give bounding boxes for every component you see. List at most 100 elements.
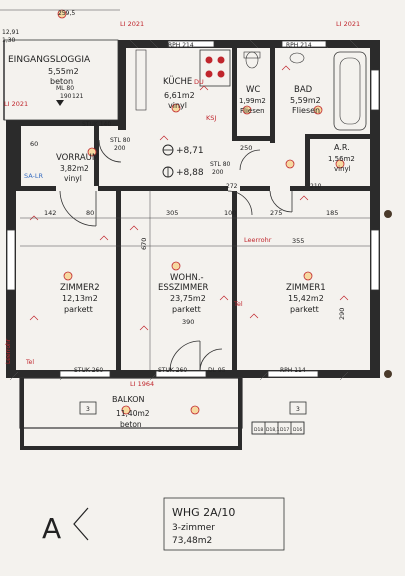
room-floor-zimmer2: parkett [64,305,93,314]
room-floor-entrance: beton [50,77,73,86]
label-rph114: RPH 114 [280,367,306,374]
room-floor-bath: Fliesen [292,106,320,115]
room-name-wc: WC [246,85,260,95]
label-tel-2: Tel [25,359,34,366]
label-du: DU [194,78,204,86]
dim-290: 290 [338,308,346,320]
dimension-lines [0,9,370,370]
room-name-vorraum: VORRAUM [56,153,99,163]
dim-250: 250 [240,144,252,152]
dim-210: 210 [310,183,322,190]
room-name-bath: BAD [294,85,313,95]
interior-walls [16,48,370,371]
label-stl200-b: 200 [212,169,224,176]
room-area-zimmer2: 12,13m2 [62,294,98,303]
mark-3-right: 3 [296,406,300,413]
label-height-888: +8,88 [176,168,204,178]
dim-272: 272 [226,183,238,190]
room-floor-zimmer1: parkett [290,305,319,314]
label-stl80-b: STL 80 [210,161,231,168]
label-li1964: LI 1964 [130,380,154,388]
room-name-zimmer2: ZIMMER2 [60,283,100,293]
room-name-zimmer1: ZIMMER1 [286,283,326,293]
label-li2021-b: LI 2021 [336,20,360,28]
label-ml190: 190 [60,93,72,100]
label-leerrohr-2: Leerrohr [5,338,12,364]
dim-142: 142 [44,209,56,217]
title-block: WHG 2A/10 3-zimmer 73,48m2 [163,497,285,551]
columns [56,100,307,415]
label-sa-lr: SA-LR [24,172,44,180]
legend-box-2: D18,1 [266,427,280,433]
label-stuk140: STUK 140 [82,121,111,128]
label-ksj: KSJ [206,114,216,122]
label-height-871: +8,71 [176,146,204,156]
room-floor-ar: vinyl [334,165,351,173]
dim-60: 60 [30,140,38,148]
room-area-entrance: 5,55m2 [48,67,79,76]
dim-top-2: 12,91 [2,29,19,36]
legend-box-1: D18 [254,427,263,433]
door-swings [59,139,293,372]
room-area-wohn: 23,75m2 [170,294,206,303]
dim-top: 259,5 [58,10,75,17]
dim-top-3: 1,30 [2,37,16,44]
label-li2021-a: LI 2021 [120,20,144,28]
room-name-wohn-2: ESSZIMMER [158,283,209,293]
dim-355: 355 [292,237,304,245]
dim-100: 100 [224,209,236,217]
legend-box-4: D16 [293,427,302,433]
dim-80: 80 [86,209,94,217]
room-name-wohn-1: WOHN.- [170,273,204,283]
section-arrow [73,507,89,541]
room-area-ar: 1,56m2 [328,155,355,163]
room-area-wc: 1,99m2 [239,97,266,105]
legend-box-3: D17 [280,427,289,433]
room-area-kitchen: 6,61m2 [164,91,195,100]
room-floor-wohn: parkett [172,305,201,314]
dim-390: 390 [182,318,194,326]
label-ml121: 121 [72,93,84,100]
section-letter: A [42,512,61,545]
label-tel-1: Tel [233,300,243,308]
label-li2021-c: LI 2021 [4,100,28,108]
bath-fixtures [243,51,367,131]
room-name-entrance: EINGANGSLOGGIA [8,55,91,65]
room-floor-vorraum: vinyl [64,174,82,183]
label-stl80-a: STL 80 [110,137,131,144]
windows [6,40,380,378]
label-stuk260-a: STUK 260 [74,367,103,374]
legend-boxes: D18 D18,1 D17 D16 [251,421,305,435]
label-rph214-b: RPH 214 [286,42,312,49]
dim-305: 305 [166,209,178,217]
label-stl200-a: 200 [114,145,126,152]
label-stuk260-b: STUK 260 [158,367,187,374]
socket-symbols [29,65,349,331]
light-symbols [57,9,345,415]
room-area-vorraum: 3,82m2 [60,164,89,173]
room-area-bath: 5,59m2 [290,96,321,105]
label-rph214-a: RPH 214 [168,42,194,49]
room-name-kitchen: KÜCHE [163,76,192,87]
label-ml80: ML 80 [56,85,74,92]
room-area-zimmer1: 15,42m2 [288,294,324,303]
height-markers [162,144,174,178]
punch-holes [384,210,392,378]
label-leerrohr-1: Leerrohr [244,236,272,244]
dim-185: 185 [326,209,338,217]
room-floor-wc: Fliesen [240,107,265,115]
room-name-ar: A.R. [334,143,350,152]
title-unit: WHG 2A/10 [172,506,235,519]
mark-3-left: 3 [86,406,90,413]
title-area: 73,48m2 [172,536,212,546]
dim-670: 670 [140,238,148,250]
title-rooms: 3-zimmer [172,523,215,533]
room-floor-kitchen: vinyl [168,101,187,110]
entrance-loggia-outline [3,39,119,121]
room-floor-balkon: beton [120,420,142,429]
room-area-balkon: 11,40m2 [116,409,150,418]
room-name-balkon: BALKON [112,395,145,404]
dim-275: 275 [270,209,282,217]
label-dl95: DL 95 [208,367,226,374]
